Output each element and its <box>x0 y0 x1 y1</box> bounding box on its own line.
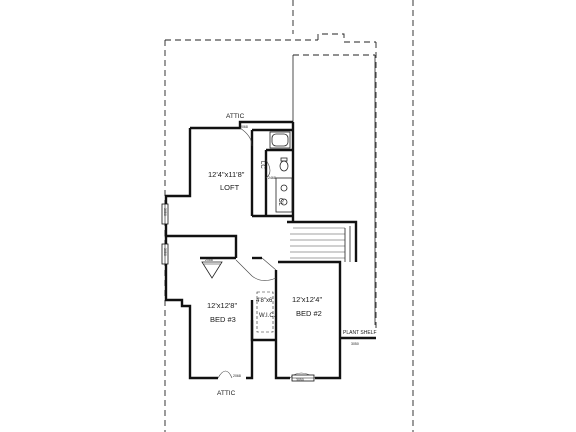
bath-door-tag: 2468 <box>268 176 276 180</box>
attic-door-top-tag: 2068 <box>240 125 248 129</box>
plant-shelf-label: PLANT SHELF <box>343 330 377 336</box>
closet-bed3 <box>201 261 223 279</box>
wic-shelving <box>256 291 274 333</box>
cl-label: CL <box>277 198 283 206</box>
bath-fixtures <box>269 131 293 213</box>
wic-size: 4'8"x6' <box>256 298 273 304</box>
open-to-below <box>292 55 376 325</box>
loft-size: 12'4"x11'8" <box>208 170 245 179</box>
bed3-name: BED #3 <box>210 315 236 324</box>
bed3-size: 12'x12'8" <box>207 301 237 310</box>
window-left-lower-tag: 3050 <box>163 248 167 256</box>
attic-door-bottom-tag: 2068 <box>233 374 241 378</box>
bed2-name: BED #2 <box>296 309 322 318</box>
wic-name: W.I.C. <box>259 313 276 319</box>
attic-label-bottom: ATTIC <box>217 390 236 397</box>
lc-label: LC <box>259 161 265 169</box>
window-bed2-tag: 3050 <box>296 378 304 382</box>
plant-shelf-tag: 3050 <box>351 342 359 346</box>
bed3-closet-tag: 2068 <box>205 258 213 262</box>
attic-label-top: ATTIC <box>226 113 245 120</box>
loft-name: LOFT <box>220 183 240 192</box>
window-left-upper-tag: 3050 <box>163 208 167 216</box>
windows <box>161 203 315 382</box>
stairs <box>290 226 351 262</box>
bed2-size: 12'x12'4" <box>292 295 322 304</box>
walls <box>164 120 376 380</box>
